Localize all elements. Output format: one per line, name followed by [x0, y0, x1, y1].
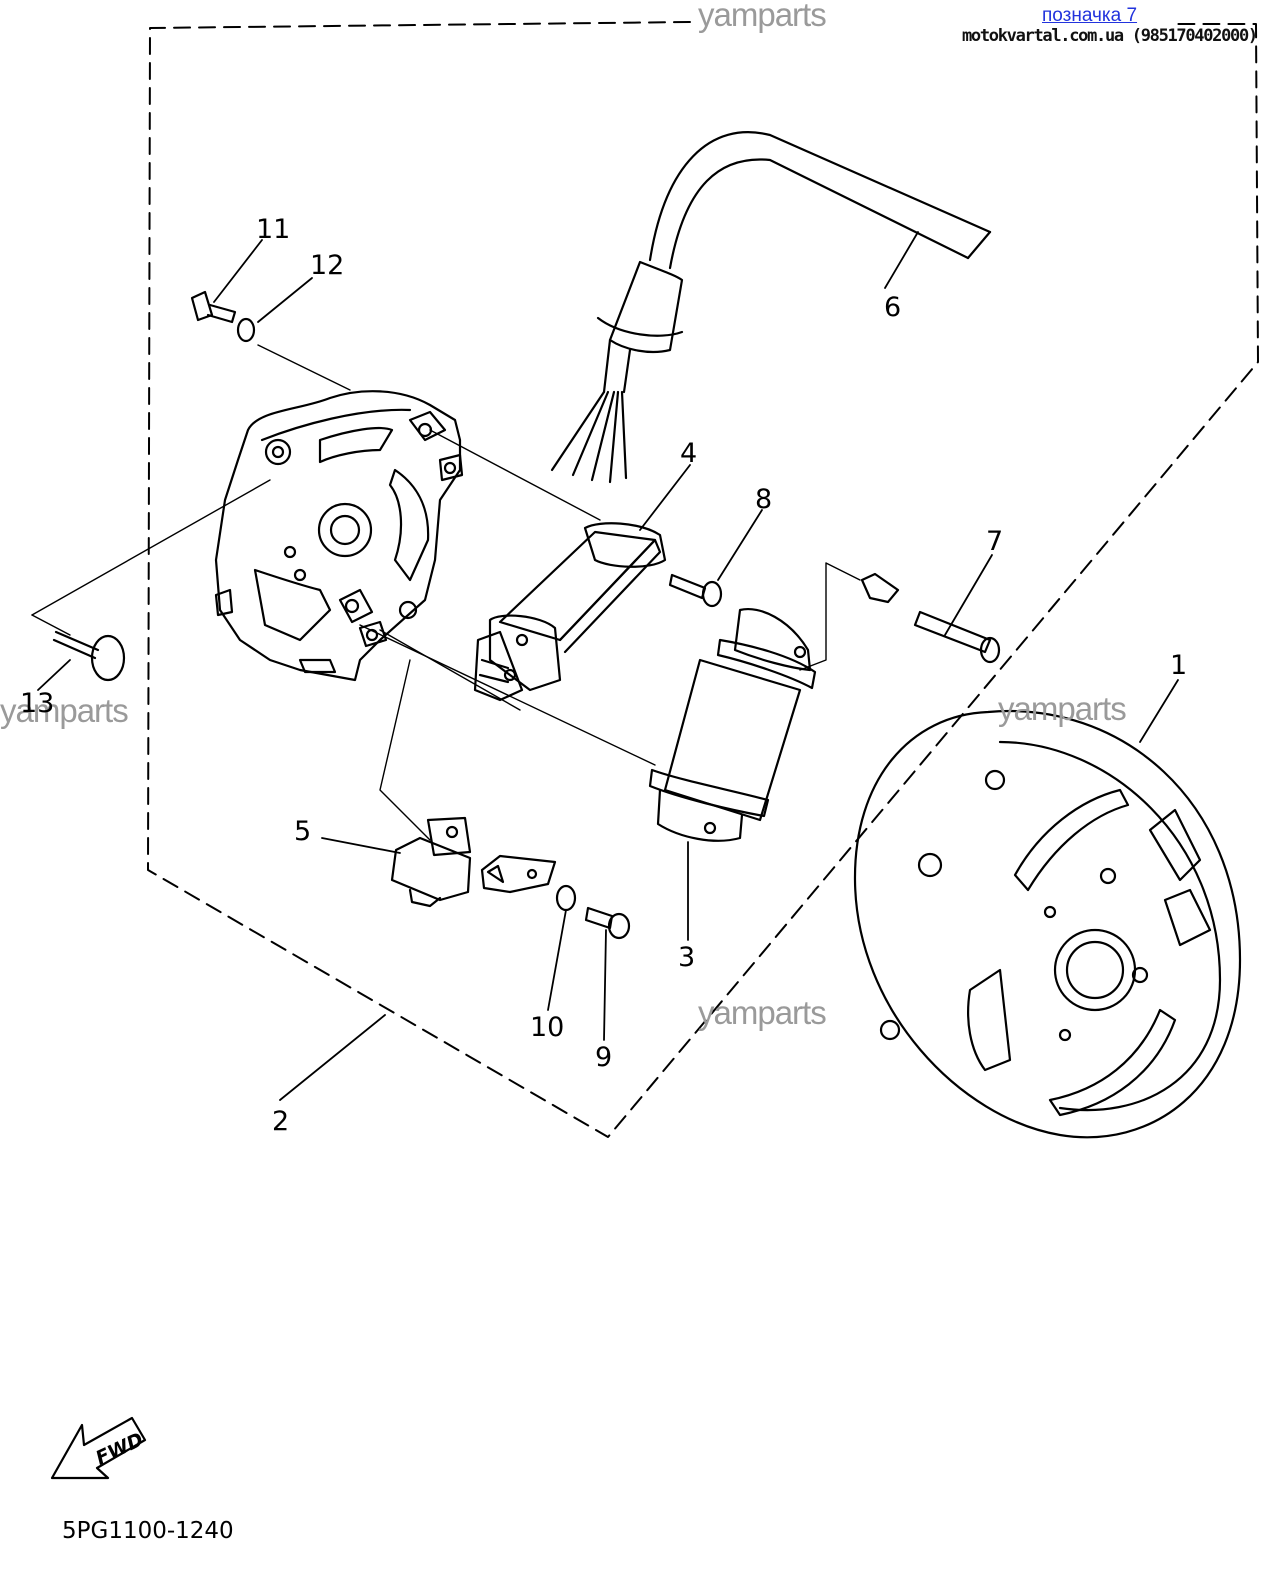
pickup-coil [390, 816, 557, 908]
callout-13: 13 [20, 688, 55, 719]
fwd-arrow-icon [50, 1416, 147, 1480]
callout-3: 3 [678, 942, 696, 973]
callout-5: 5 [294, 816, 312, 847]
callout-6: 6 [884, 292, 902, 323]
watermark: yamparts [698, 994, 827, 1031]
callout-11: 11 [256, 214, 291, 245]
stator-base-plate [214, 390, 464, 682]
diagram-code: 5PG1100-1240 [62, 1518, 234, 1544]
callout-10: 10 [530, 1012, 565, 1043]
fasteners [52, 290, 1001, 940]
assembly-boundary [147, 21, 1259, 1138]
callout-9: 9 [595, 1042, 613, 1073]
assembly-guides [31, 344, 861, 841]
flywheel-rotor [853, 709, 1242, 1139]
callout-8: 8 [755, 484, 773, 515]
coil-lower [648, 607, 817, 842]
callout-12: 12 [310, 250, 345, 281]
badge-label[interactable]: позначка 7 [1042, 5, 1138, 26]
callout-7: 7 [986, 526, 1004, 557]
coil-upper [473, 522, 667, 702]
lead-wire [550, 131, 992, 484]
callout-2: 2 [272, 1106, 290, 1137]
leader-lines [37, 231, 1179, 1101]
shop-contact: motokvartal.com.ua (985170402000) [962, 26, 1258, 46]
watermark: yamparts [0, 692, 129, 729]
callout-1: 1 [1170, 650, 1188, 681]
watermark: yamparts [998, 690, 1127, 727]
watermark: yamparts [698, 0, 827, 33]
callout-4: 4 [680, 438, 698, 469]
